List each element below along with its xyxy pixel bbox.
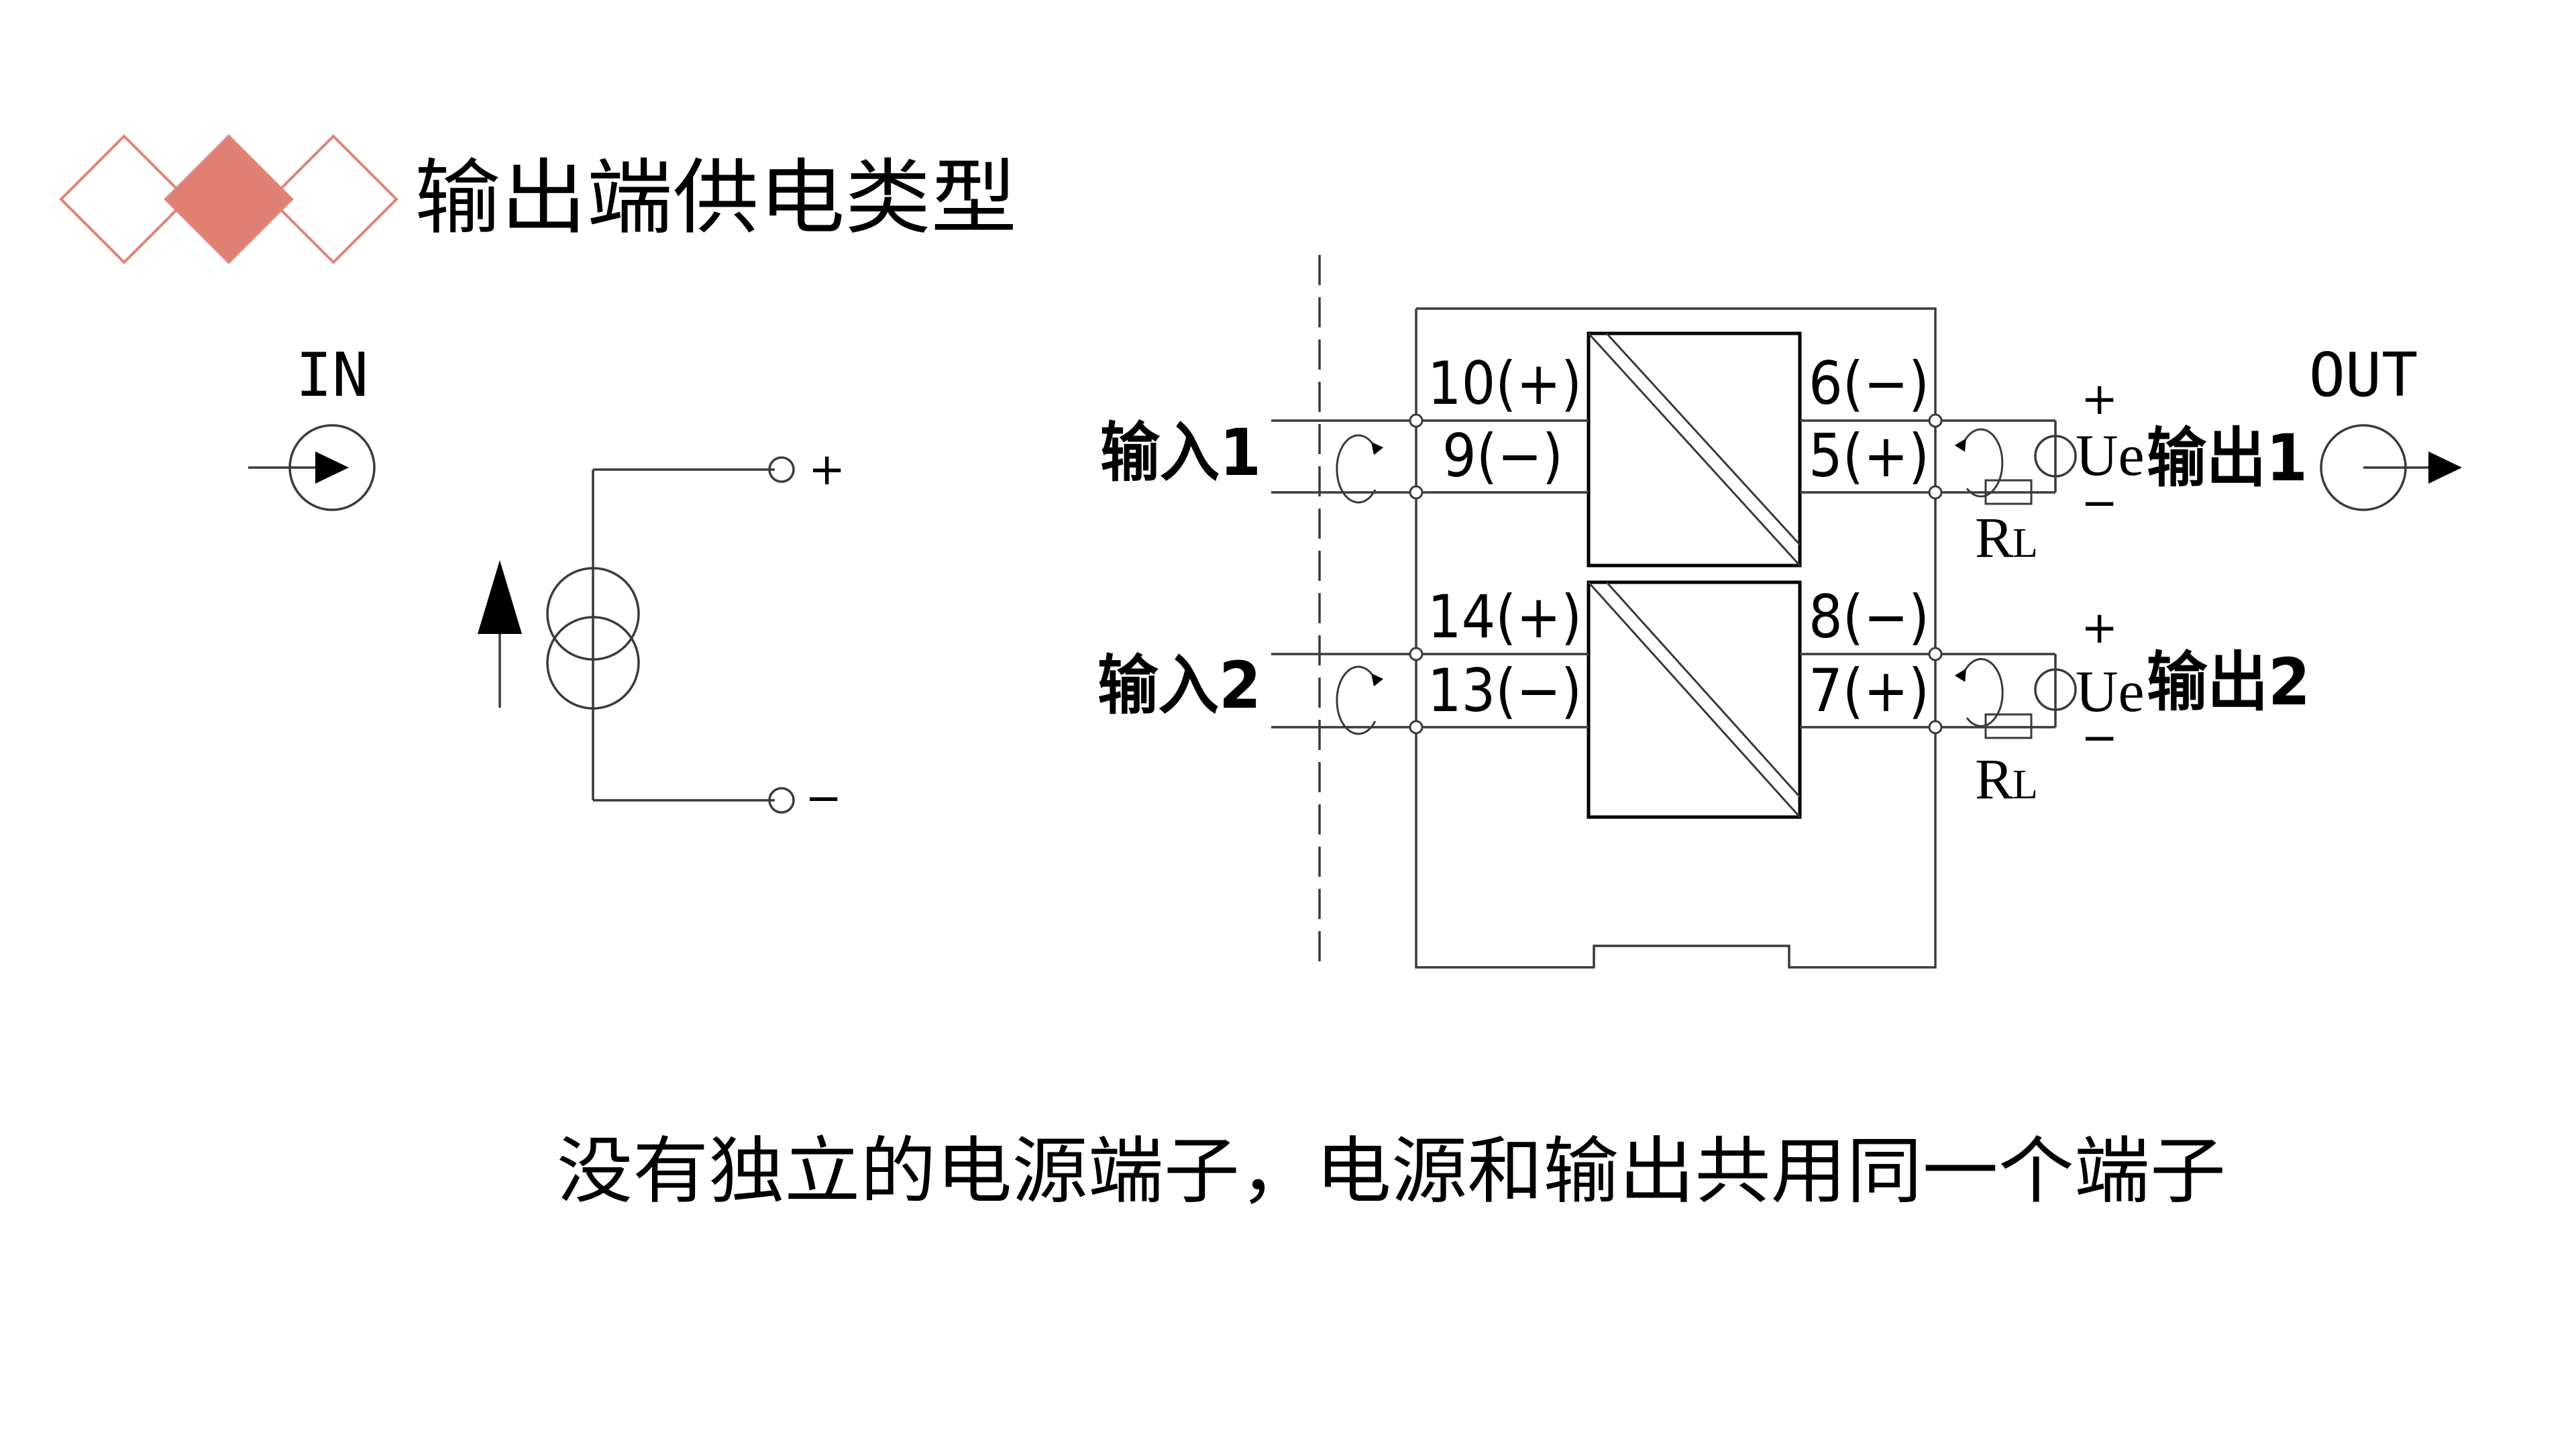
rl-2-l: L	[2012, 762, 2038, 808]
rl-1-r: R	[1975, 505, 2014, 570]
terminal-6-label: 6(−)	[1809, 349, 1929, 418]
terminal-13-label: 13(−)	[1428, 656, 1582, 725]
input-2-loop-icon	[1336, 665, 1384, 735]
output-2-minus: −	[2081, 712, 2118, 763]
rl-1-l: L	[2012, 521, 2038, 566]
terminal-7-label: 7(+)	[1809, 656, 1929, 725]
output-1-plus: +	[2081, 373, 2118, 425]
input-symbol: IN	[248, 340, 376, 511]
terminal-minus-label: −	[805, 772, 842, 824]
page-title: 输出端供电类型	[415, 150, 1017, 246]
current-source: + −	[478, 443, 845, 824]
input-1-loop-icon	[1336, 434, 1384, 504]
terminal-14-label: 14(+)	[1428, 582, 1582, 651]
source-circle-top-icon	[546, 567, 640, 661]
terminal-plus-label: +	[808, 443, 845, 495]
rl-2-r: R	[1975, 747, 2014, 811]
slide-caption: 没有独立的电源端子，电源和输出共用同一个端子	[557, 1130, 2226, 1214]
terminal-plus-icon	[768, 456, 795, 483]
source-circle-bottom-icon	[546, 616, 640, 710]
output-1-loop-icon	[1954, 428, 2004, 498]
terminal-minus-icon	[768, 787, 795, 814]
ue-2-circle-icon	[2034, 668, 2077, 711]
rl-2-resistor-icon	[1984, 713, 2033, 739]
isolator-module: 10(+) 9(−) 6(−) 5(+) 14(+) 13(−) 8(−) 7(…	[1097, 255, 2462, 969]
terminal-8-label: 8(−)	[1809, 582, 1929, 651]
output-2-ue: Ue	[2076, 659, 2145, 724]
in-label: IN	[296, 340, 368, 411]
terminal-dots	[1409, 413, 1943, 735]
output-2-loop-icon	[1954, 658, 2004, 727]
output-2-plus: +	[2081, 602, 2118, 653]
terminal-9-label: 9(−)	[1442, 421, 1563, 490]
title-diamonds-icon	[59, 134, 398, 264]
rl-1-resistor-icon	[1984, 479, 2033, 505]
terminal-10-label: 10(+)	[1428, 349, 1582, 418]
module-housing	[1415, 307, 1937, 969]
ue-1-circle-icon	[2034, 435, 2077, 478]
isolation-block-1	[1587, 331, 1802, 568]
input-2-label: 输入2	[1097, 648, 1261, 723]
input-1-label: 输入1	[1100, 415, 1261, 490]
out-label: OUT	[2309, 340, 2418, 411]
output-1-minus: −	[2081, 477, 2118, 529]
output-1-label: 输出1	[2147, 421, 2308, 496]
in-arrow-icon	[315, 451, 349, 484]
terminal-5-label: 5(+)	[1809, 421, 1929, 490]
isolation-block-2	[1587, 580, 1802, 819]
output-1-ue: Ue	[2076, 423, 2145, 488]
out-arrow-icon	[2428, 451, 2462, 484]
output-2-label: 输出2	[2147, 645, 2310, 720]
current-direction-arrow-icon	[478, 560, 522, 634]
